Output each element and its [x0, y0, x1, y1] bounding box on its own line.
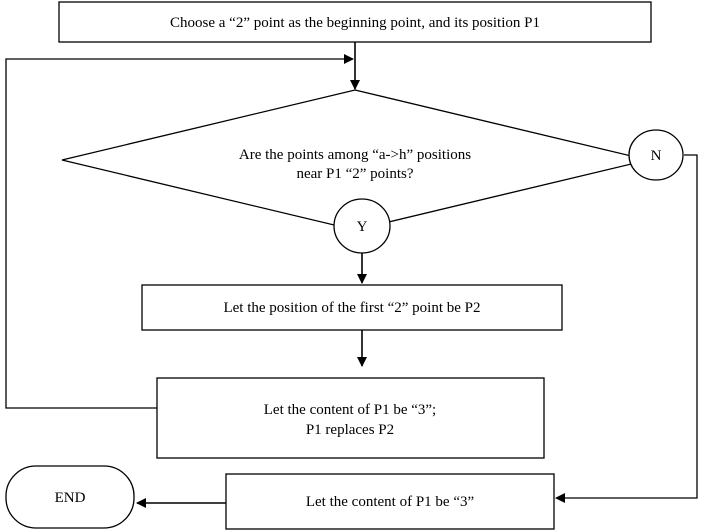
edge-update-loop-back	[5, 54, 354, 409]
update-box-label-line1: Let the content of P1 be “3”;	[264, 402, 436, 418]
yes-marker: Y	[333, 198, 391, 254]
decision-diamond: Are the points among “a->h” positions ne…	[61, 89, 649, 231]
edge-no-to-final-step	[555, 154, 698, 503]
start-box: Choose a “2” point as the beginning poin…	[58, 1, 652, 43]
set-p2-box-label: Let the position of the first “2” point …	[223, 300, 480, 316]
no-marker-label: N	[651, 148, 662, 164]
update-box-label-line2: P1 replaces P2	[306, 422, 394, 438]
decision-label-line2: near P1 “2” points?	[296, 166, 413, 182]
decision-label-line1: Are the points among “a->h” positions	[239, 147, 471, 163]
final-step-box-label: Let the content of P1 be “3”	[306, 494, 474, 510]
no-marker: N	[628, 129, 684, 181]
end-terminator: END	[5, 465, 135, 529]
update-box: Let the content of P1 be “3”; P1 replace…	[156, 377, 545, 459]
set-p2-box: Let the position of the first “2” point …	[141, 284, 563, 331]
start-box-label: Choose a “2” point as the beginning poin…	[170, 15, 540, 31]
end-terminator-label: END	[55, 490, 86, 506]
yes-marker-label: Y	[357, 219, 368, 235]
final-step-box: Let the content of P1 be “3”	[225, 473, 555, 530]
